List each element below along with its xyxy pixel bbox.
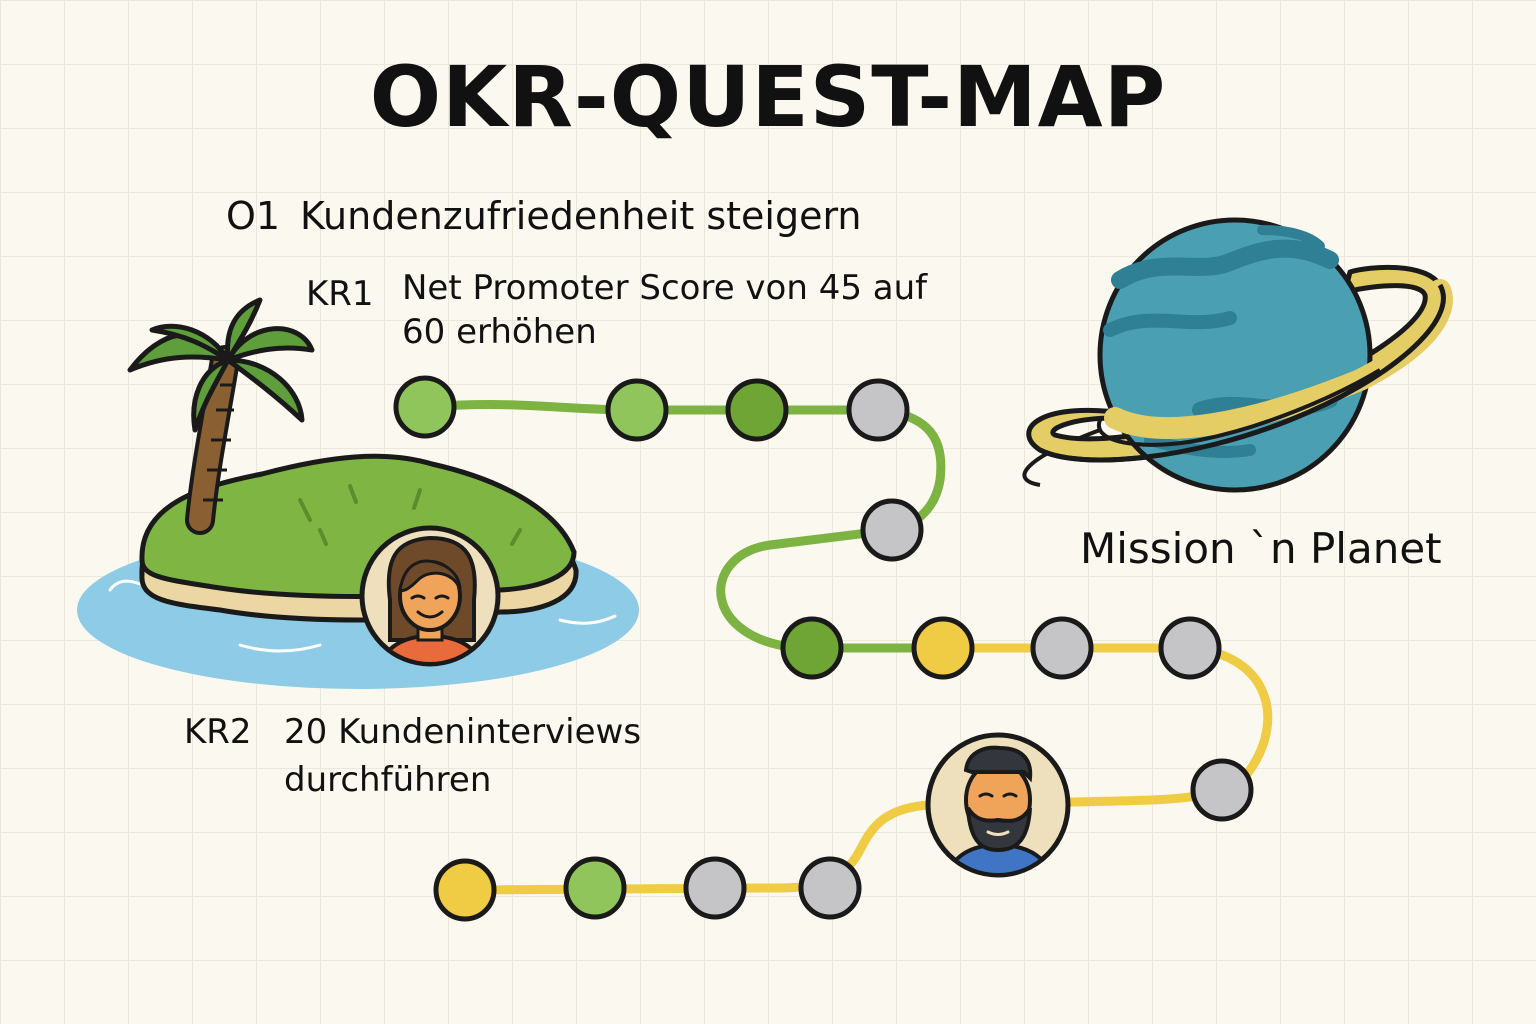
milestone-node-open [1158, 616, 1222, 680]
objective-code: O1 [226, 194, 281, 238]
objective-text: Kundenzufriedenheit steigern [300, 194, 862, 238]
bearded-man-avatar-icon [925, 732, 1071, 878]
milestone-node-done [393, 375, 457, 439]
kr1-text: Net Promoter Score von 45 auf 60 erhöhen [402, 268, 928, 352]
ringed-planet-icon [1022, 217, 1453, 493]
milestone-node-open [846, 378, 910, 442]
milestone-nodes [393, 375, 1254, 922]
kr1-code: KR1 [306, 274, 374, 314]
milestone-node-open [1190, 758, 1254, 822]
palm-island-icon [77, 297, 639, 689]
milestone-node-done [605, 378, 669, 442]
kr2-code: KR2 [184, 712, 252, 752]
milestone-node-open [860, 498, 924, 562]
milestone-node-done [725, 378, 789, 442]
milestone-node-done [563, 856, 627, 920]
mission-planet-label: Mission `n Planet [1080, 524, 1442, 573]
woman-avatar-icon [359, 525, 501, 667]
milestone-node-done [780, 616, 844, 680]
milestone-node-open [798, 856, 862, 920]
milestone-node-open [683, 856, 747, 920]
milestone-node-in_progress [911, 616, 975, 680]
milestone-node-in_progress [433, 858, 497, 922]
path-segment-yellow [460, 643, 1273, 895]
page-title: OKR-QUEST-MAP [369, 48, 1167, 146]
kr2-text: 20 Kundeninterviews durchführen [284, 712, 642, 800]
milestone-node-open [1030, 616, 1094, 680]
path-segment-green [420, 400, 946, 653]
